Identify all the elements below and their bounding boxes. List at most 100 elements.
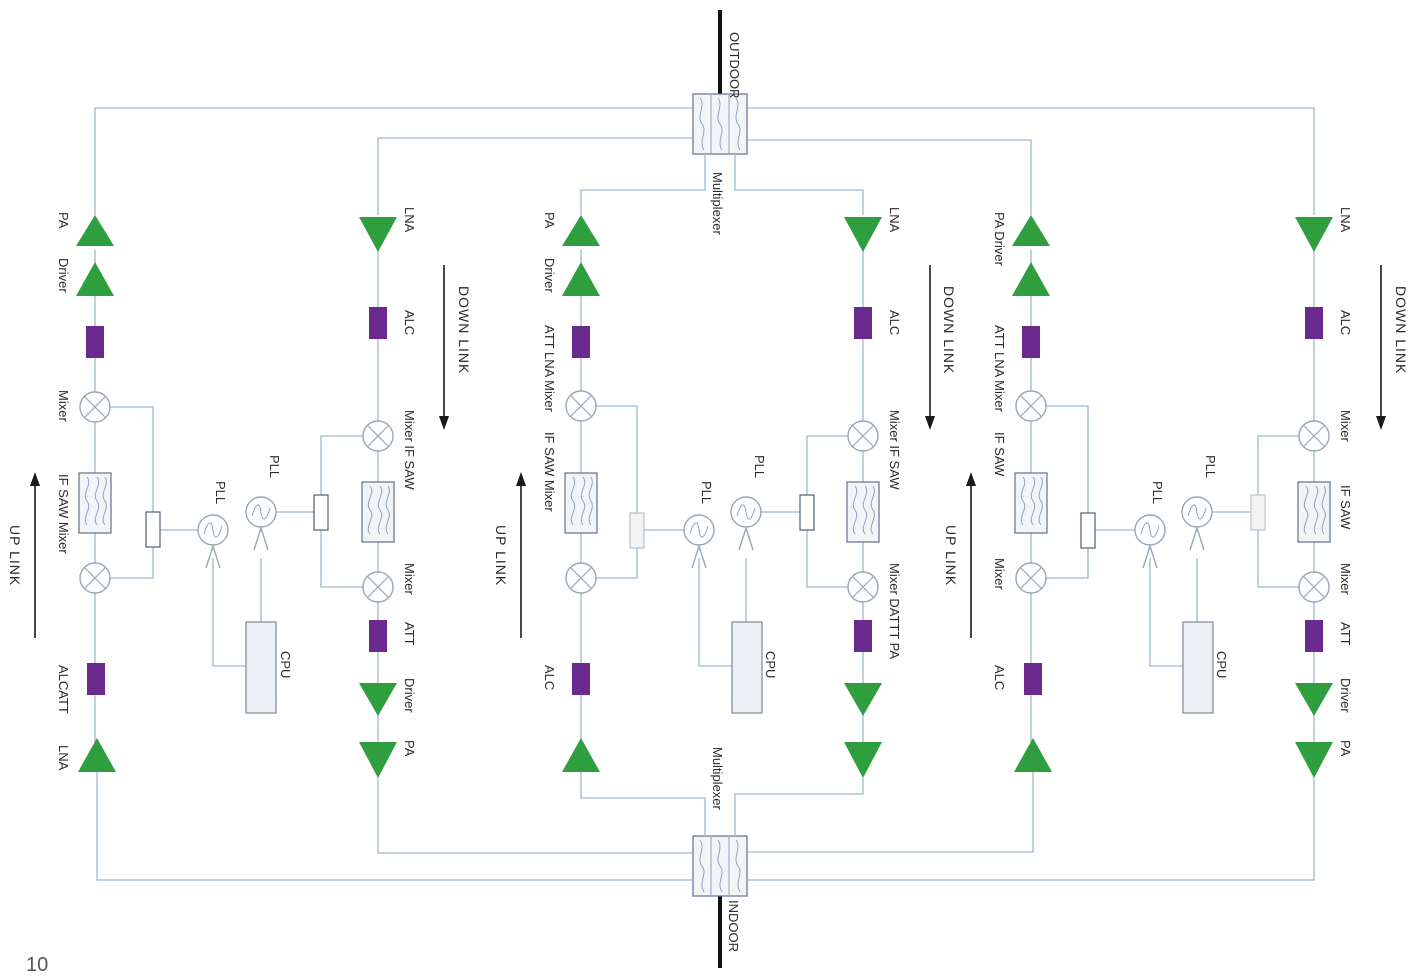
alc-label: ALC — [1338, 310, 1353, 335]
mixer — [1015, 562, 1047, 594]
mixer-if-saw-label: Mixer IF SAW — [887, 410, 902, 490]
mixer-dattt-pa-label: Mixer DATTT PA — [887, 563, 902, 659]
if-saw-filter — [1297, 481, 1331, 543]
alc-label: ALC — [402, 310, 417, 335]
mixer — [1298, 420, 1330, 452]
pll-arrow — [1142, 543, 1158, 569]
column-3-uplink — [1012, 215, 1052, 772]
lna-amplifier — [844, 217, 882, 252]
if-saw-mixer-label: IF SAW Mixer — [542, 432, 557, 512]
cpu-label: CPU — [1214, 651, 1229, 678]
lna-label: LNA — [56, 745, 71, 771]
outdoor-multiplexer — [692, 93, 748, 155]
alc-attenuator — [1305, 307, 1323, 339]
up-arrow — [966, 472, 976, 486]
indoor-label: INDOOR — [726, 900, 741, 952]
if-saw-label: IF SAW — [992, 432, 1007, 477]
direction-arrows — [30, 265, 1386, 638]
column-2-uplink — [562, 215, 600, 772]
lna-label: LNA — [887, 207, 902, 233]
mixer — [362, 571, 394, 603]
mixer-label: Mixer — [402, 563, 417, 595]
pa-amplifier — [1295, 742, 1333, 778]
if-saw-filter — [564, 472, 598, 534]
column-2-downlink — [844, 217, 882, 778]
pll-oscillator — [683, 514, 715, 546]
mixer — [565, 390, 597, 422]
mixer — [565, 562, 597, 594]
pll-arrow — [253, 525, 269, 551]
att-lna-mixer-label: ATT LNA Mixer — [542, 325, 557, 413]
column-1-downlink — [359, 217, 397, 778]
driver-label: Driver — [56, 258, 71, 293]
pa-label: PA — [56, 212, 71, 229]
att-label: ATT — [402, 622, 417, 646]
if-saw-filter — [1014, 472, 1048, 534]
up-arrow — [516, 472, 526, 486]
mixer-label: Mixer — [1338, 410, 1353, 442]
pll-label: PLL — [752, 455, 767, 478]
column-2-lo — [629, 494, 815, 714]
column-3-downlink — [1295, 217, 1333, 778]
pll-oscillator — [245, 496, 277, 528]
pll-label: PLL — [1150, 481, 1165, 504]
pa-label: PA — [402, 740, 417, 757]
mixer — [362, 420, 394, 452]
multiplexer-label: Multiplexer — [710, 172, 725, 236]
pll-label: PLL — [1203, 455, 1218, 478]
splitter — [799, 494, 815, 531]
driver-amplifier — [562, 262, 600, 296]
driver-amplifier — [1012, 262, 1050, 296]
alc-label: ALC — [887, 310, 902, 335]
pa-label: PA — [1338, 740, 1353, 757]
pll-arrow — [691, 543, 707, 569]
up-link-label: UP LINK — [493, 525, 509, 586]
splitter — [313, 494, 329, 531]
pa-amplifier — [844, 742, 882, 778]
splitter — [145, 511, 161, 548]
cpu-label: CPU — [763, 651, 778, 678]
alc-attenuator — [1024, 663, 1042, 695]
splitter — [629, 512, 645, 549]
splitter — [1250, 494, 1266, 531]
if-saw-filter — [361, 481, 395, 543]
pll-oscillator — [1134, 514, 1166, 546]
mixer-label: Mixer — [992, 558, 1007, 590]
pa-amplifier — [1012, 215, 1050, 246]
if-saw-mixer-label: IF SAW Mixer — [56, 474, 71, 554]
pll-oscillator — [197, 514, 229, 546]
cpu-block — [731, 621, 763, 714]
mixer — [1298, 571, 1330, 603]
pll-arrow — [738, 525, 754, 551]
alc-attenuator — [854, 307, 872, 339]
alc-label: ALC — [992, 665, 1007, 690]
cpu-block — [245, 621, 277, 714]
pa-driver-label: PA Driver — [992, 212, 1007, 267]
att-attenuator — [369, 620, 387, 652]
cpu-label: CPU — [278, 651, 293, 678]
att-label: ATT — [1338, 622, 1353, 646]
lna-amplifier — [1014, 738, 1052, 772]
pll-arrow — [205, 543, 221, 569]
column-1-lo — [145, 494, 329, 714]
driver-amplifier — [76, 262, 114, 296]
alc-attenuator — [87, 663, 105, 695]
lna-amplifier — [359, 217, 397, 252]
pll-oscillator — [730, 496, 762, 528]
column-1-uplink — [76, 215, 116, 772]
alc-attenuator — [369, 307, 387, 339]
multiplexer-label: Multiplexer — [710, 747, 725, 811]
alc-label: ALC — [542, 665, 557, 690]
mixer — [847, 420, 879, 452]
up-link-label: UP LINK — [943, 525, 959, 586]
driver-label: Driver — [402, 678, 417, 713]
down-arrow — [439, 416, 449, 430]
indoor-multiplexer — [692, 835, 748, 897]
lna-label: LNA — [402, 207, 417, 233]
alcatt-label: ALCATT — [56, 665, 71, 714]
attenuator — [1022, 326, 1040, 358]
if-saw-label: IF SAW — [1338, 485, 1353, 530]
pa-amplifier — [76, 215, 114, 246]
mixer — [79, 562, 111, 594]
mixer — [79, 391, 111, 423]
